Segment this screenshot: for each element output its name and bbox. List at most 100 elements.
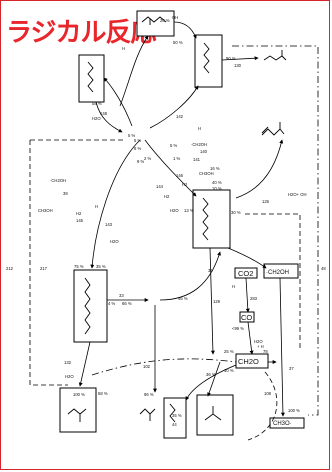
- rate-label: 20 %: [160, 18, 170, 23]
- rate-label: 5 %: [134, 138, 141, 143]
- rate-label: 10 %: [212, 186, 222, 191]
- label-h2o-oh: H2O+ OH: [288, 192, 307, 197]
- molecule-box-co2: CO2: [235, 268, 257, 278]
- label-ch3oh-1: CH3OH: [199, 171, 214, 176]
- rate-label: 50 %: [173, 40, 183, 45]
- arrow-co2-to-co: [246, 278, 248, 312]
- label-h-3: H: [95, 204, 98, 209]
- rate-label: 5 %: [170, 143, 177, 148]
- dashed-region-center: [245, 214, 300, 350]
- rate-label: 2 %: [144, 156, 151, 161]
- ch2o-label: CH2O: [238, 357, 259, 366]
- dashed-region-left: [30, 140, 68, 385]
- label-h-4: H: [232, 284, 235, 289]
- molecule-box-left-radical: [79, 55, 104, 102]
- molecule-box-co: CO: [240, 312, 254, 322]
- rate-label: 144: [156, 184, 164, 189]
- arrow-ch2o-to-acetaldehyde: [208, 362, 220, 396]
- ch2oh-radical-label: ·CH2OH: [266, 270, 289, 276]
- rate-label: 36 %: [206, 372, 216, 377]
- rate-label: 5 %: [128, 133, 135, 138]
- rate-label: 25 %: [224, 349, 234, 354]
- molecule-box-ch3o: CH3O·: [270, 418, 304, 428]
- label-h2o-3: H2O: [170, 208, 179, 213]
- label-h2-3: H2: [164, 194, 170, 199]
- ch3o-radical-label: CH3O·: [273, 421, 292, 427]
- rate-label: 145: [76, 218, 84, 223]
- molecule-box-ch2oh-pair: [164, 398, 186, 438]
- rate-label: 146: [176, 173, 184, 178]
- rate-label: 96 %: [144, 392, 154, 397]
- rate-label: 13 %: [184, 208, 194, 213]
- rate-label: <99 %: [232, 326, 244, 331]
- rate-label: 39: [63, 191, 68, 196]
- rate-label: 75 %: [74, 264, 84, 269]
- label-ch2oh-2: ·CH2OH: [50, 178, 66, 183]
- rate-label: 130: [234, 63, 242, 68]
- rate-label: 66 %: [122, 301, 132, 306]
- molecule-glycolaldehyde: [140, 409, 155, 421]
- rate-label: 33: [119, 293, 124, 298]
- arrow-to-left-radical: [104, 78, 132, 126]
- arrow-co-to-ch2o: [248, 322, 252, 354]
- rate-label: 212: [6, 266, 14, 271]
- rate-label: 1 %: [173, 156, 180, 161]
- arrow-center-to-ch2oh: [228, 248, 266, 268]
- rate-label: 132: [64, 360, 72, 365]
- rate-label: 9 %: [137, 159, 144, 164]
- rate-label: 58 %: [98, 391, 108, 396]
- molecule-box-top-radical: [137, 11, 174, 36]
- label-ch3oh-2: CH3OH: [38, 208, 53, 213]
- arrow-to-acrolein: [236, 140, 282, 198]
- molecule-box-ch2oh: ·CH2OH: [264, 264, 298, 278]
- rate-label: 143: [105, 222, 113, 227]
- co2-label: CO2: [238, 269, 253, 278]
- rate-label: 148: [100, 111, 108, 116]
- rate-label: 37: [289, 366, 294, 371]
- label-ch2oh-1: ·CH2OH: [191, 142, 207, 147]
- arrow-to-glycerol: [92, 140, 140, 268]
- rate-label: 35 %: [96, 264, 106, 269]
- rate-label: 129: [213, 299, 221, 304]
- label-h-1: H: [122, 46, 125, 51]
- label-oh-1: OH: [172, 15, 178, 20]
- rate-label: 8 %: [134, 146, 141, 151]
- label-h2o-2: H2O: [110, 239, 119, 244]
- rate-label: 141: [193, 157, 201, 162]
- rate-label: 31: [208, 268, 213, 273]
- label-h2o-4: H2O: [65, 374, 74, 379]
- rate-label: 46 %: [178, 296, 188, 301]
- rate-label: 4 %: [108, 301, 115, 306]
- rate-label: 126: [262, 199, 270, 204]
- rate-label: 30 %: [231, 210, 241, 215]
- rate-label: 108: [264, 391, 272, 396]
- arrow-to-center: [145, 140, 196, 196]
- molecule-propanal: [264, 50, 286, 60]
- molecule-acrolein: [262, 122, 284, 135]
- arrow-glycerol-to-acid: [80, 342, 90, 386]
- rate-label: 140: [200, 149, 208, 154]
- arrow-ch2oh-to-ch3o: [280, 278, 283, 416]
- molecule-box-glycerol: [74, 270, 107, 342]
- rate-label: 10 %: [224, 368, 234, 373]
- molecule-box-acetaldehyde: [197, 395, 233, 435]
- rate-label: 48: [321, 266, 326, 271]
- label-h2-1: H2: [182, 182, 188, 187]
- molecule-box-right-radical: [195, 35, 222, 87]
- rate-label: 90 %: [226, 56, 236, 61]
- rate-label: 283: [250, 296, 258, 301]
- arrow-to-right-radical: [150, 86, 198, 128]
- rate-label: 100 %: [288, 408, 300, 413]
- molecule-box-center: [193, 190, 230, 248]
- co-label: CO: [241, 313, 252, 322]
- rate-label: 35 %: [172, 413, 182, 418]
- label-h-2: H: [198, 126, 201, 131]
- rate-label: 102: [143, 364, 151, 369]
- label-h2-2: H2: [76, 211, 82, 216]
- rate-label: 44: [172, 422, 177, 427]
- rate-label: 40 %: [212, 180, 222, 185]
- rate-label: 100 %: [73, 392, 85, 397]
- rate-label: 78: [263, 349, 268, 354]
- rate-label: 217: [40, 266, 48, 271]
